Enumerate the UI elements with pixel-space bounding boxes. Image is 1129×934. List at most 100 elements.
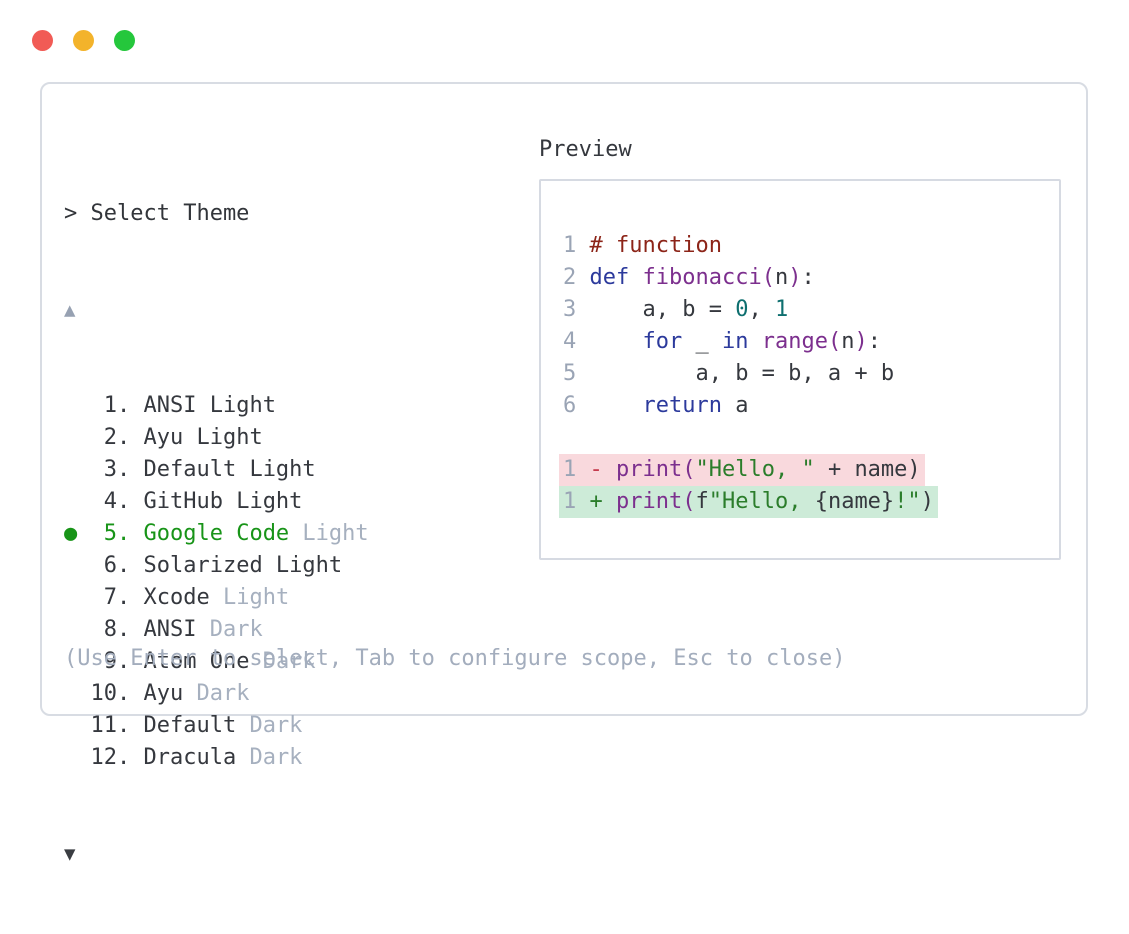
token-pl: n: [841, 329, 855, 354]
theme-item-variant: Dark: [236, 745, 303, 770]
theme-item-label: Google Code: [143, 521, 290, 546]
token-fn: fibonacci(: [642, 265, 775, 290]
theme-item-label: Default Light: [143, 457, 316, 482]
token-ln: 3: [563, 297, 590, 322]
token-pl: [590, 329, 643, 354]
token-pl: + name): [814, 457, 921, 482]
token-pl: ): [920, 489, 934, 514]
theme-item-number: 8.: [90, 617, 144, 642]
token-pl: a, b =: [589, 297, 736, 322]
token-st: !": [894, 489, 921, 514]
code-line-diff-added: 1 + print(f"Hello, {name}!"): [559, 486, 1059, 518]
theme-item-1[interactable]: 1. ANSI Light: [64, 390, 369, 422]
theme-item-2[interactable]: 2. Ayu Light: [64, 422, 369, 454]
theme-item-label: Xcode: [143, 585, 210, 610]
theme-item-label: Dracula: [143, 745, 237, 770]
theme-item-number: 12.: [90, 745, 144, 770]
theme-item-number: 5.: [90, 521, 144, 546]
theme-item-11[interactable]: 11. Default Dark: [64, 710, 369, 742]
bullet-spacer: [64, 457, 91, 482]
theme-item-9[interactable]: 9. Atom One Dark: [64, 646, 369, 678]
token-st: "Hello, ": [695, 457, 815, 482]
token-kw: def: [589, 265, 630, 290]
theme-item-6[interactable]: 6. Solarized Light: [64, 550, 369, 582]
token-fn: ): [788, 265, 802, 290]
token-pl: _: [682, 329, 722, 354]
theme-item-label: Solarized Light: [143, 553, 343, 578]
preview-label: Preview: [539, 137, 632, 162]
token-ln: 6: [563, 393, 590, 418]
bullet-spacer: [64, 393, 91, 418]
theme-item-3[interactable]: 3. Default Light: [64, 454, 369, 486]
token-pl: :: [867, 329, 881, 354]
selected-bullet-icon: ●: [64, 521, 91, 546]
token-add: +: [589, 489, 616, 514]
token-pl: :: [801, 265, 815, 290]
code-line-1: 1 # function: [563, 230, 1059, 262]
token-pl: [629, 265, 642, 290]
added-highlight: 1 + print(f"Hello, {name}!"): [559, 486, 938, 518]
theme-item-variant: Dark: [183, 681, 250, 706]
scroll-down-icon[interactable]: ▼: [64, 843, 76, 865]
theme-item-number: 7.: [90, 585, 144, 610]
bullet-spacer: [64, 425, 91, 450]
theme-item-number: 3.: [90, 457, 144, 482]
removed-highlight: 1 - print("Hello, " + name): [559, 454, 925, 486]
theme-item-variant: Dark: [249, 649, 316, 674]
token-pl: ,: [748, 297, 775, 322]
code-line-3: 3 a, b = 0, 1: [563, 294, 1059, 326]
code-line-diff-removed: 1 - print("Hello, " + name): [559, 454, 1059, 486]
theme-item-4[interactable]: 4. GitHub Light: [64, 486, 369, 518]
bullet-spacer: [64, 617, 91, 642]
theme-item-7[interactable]: 7. Xcode Light: [64, 582, 369, 614]
bullet-spacer: [64, 745, 91, 770]
theme-item-number: 6.: [90, 553, 144, 578]
bullet-spacer: [64, 585, 91, 610]
token-pl: f: [695, 489, 709, 514]
theme-item-5[interactable]: ● 5. Google Code Light: [64, 518, 369, 550]
token-ln: 4: [563, 329, 590, 354]
code-line-2: 2 def fibonacci(n):: [563, 262, 1059, 294]
token-ln: 1: [563, 457, 590, 482]
theme-item-label: Default: [143, 713, 237, 738]
token-ln: 1: [563, 489, 590, 514]
token-del: -: [589, 457, 616, 482]
token-pl: a, b = b, a + b: [589, 361, 895, 386]
theme-list-column: > Select Theme ▲ 1. ANSI Light 2. Ayu Li…: [64, 134, 369, 934]
theme-item-label: Ayu: [143, 681, 184, 706]
theme-item-8[interactable]: 8. ANSI Dark: [64, 614, 369, 646]
token-pl: [748, 329, 761, 354]
theme-item-number: 2.: [90, 425, 144, 450]
keyboard-hint: (Use Enter to select, Tab to configure s…: [64, 646, 846, 671]
theme-item-label: ANSI: [143, 617, 197, 642]
theme-item-12[interactable]: 12. Dracula Dark: [64, 742, 369, 774]
minimize-window-button[interactable]: [73, 30, 94, 51]
token-pl: n: [774, 265, 789, 290]
token-ln: 2: [563, 265, 590, 290]
token-lit: 1: [774, 297, 789, 322]
zoom-window-button[interactable]: [114, 30, 135, 51]
theme-item-label: ANSI Light: [143, 393, 276, 418]
scroll-up-icon[interactable]: ▲: [64, 299, 76, 321]
bullet-spacer: [64, 713, 91, 738]
token-fn: ): [854, 329, 868, 354]
token-kw: for: [642, 329, 683, 354]
theme-item-label: Ayu Light: [143, 425, 263, 450]
token-lit: 0: [735, 297, 749, 322]
select-theme-prompt: > Select Theme: [64, 201, 250, 226]
token-st: "Hello,: [708, 489, 815, 514]
token-kw: return: [642, 393, 722, 418]
theme-picker-dialog: > Select Theme ▲ 1. ANSI Light 2. Ayu Li…: [40, 82, 1088, 865]
theme-item-number: 1.: [90, 393, 144, 418]
bullet-spacer: [64, 553, 91, 578]
bullet-spacer: [64, 489, 91, 514]
theme-item-number: 9.: [90, 649, 144, 674]
token-fn: range(: [761, 329, 842, 354]
close-window-button[interactable]: [32, 30, 53, 51]
theme-item-10[interactable]: 10. Ayu Dark: [64, 678, 369, 710]
code-line-7: [563, 422, 1059, 454]
token-pl: {name}: [814, 489, 895, 514]
token-fn: print(: [616, 489, 696, 514]
